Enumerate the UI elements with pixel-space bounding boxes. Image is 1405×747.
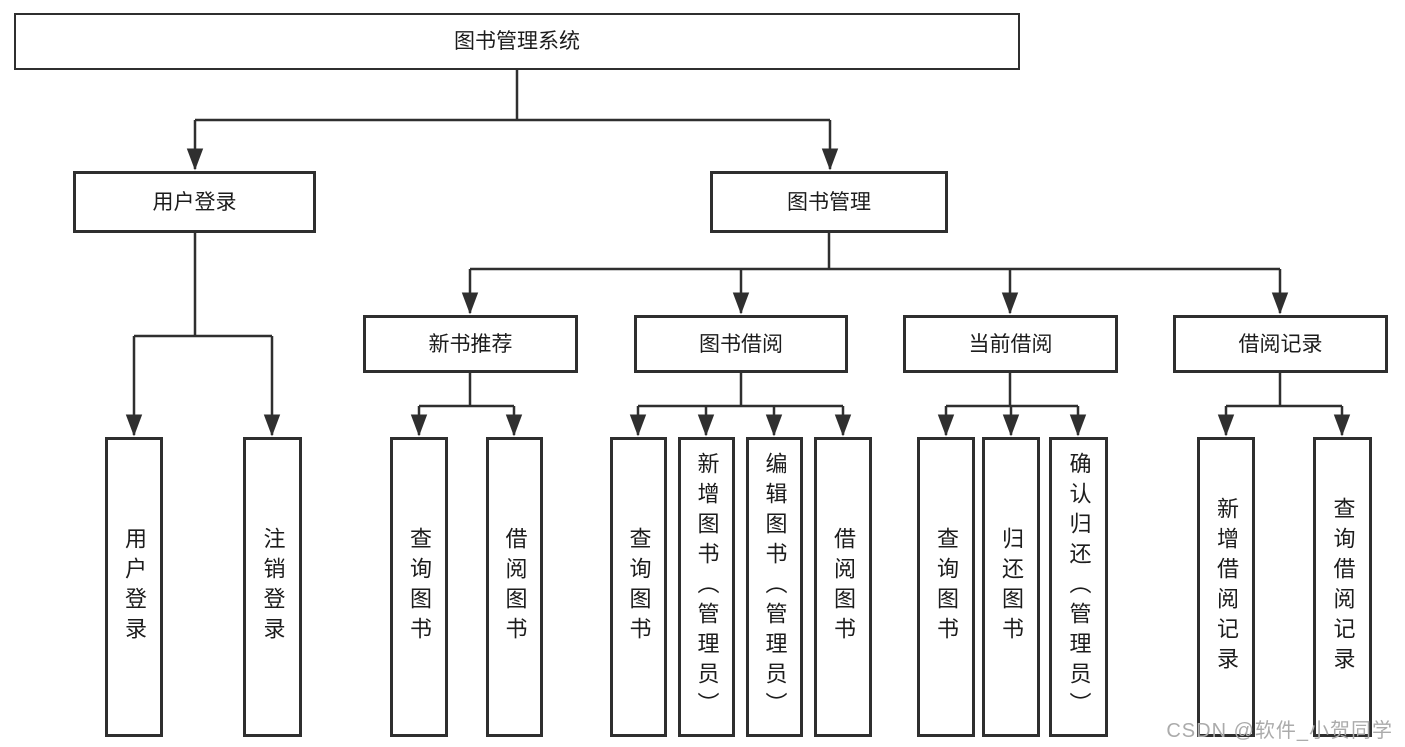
node-library-management-system: 图书管理系统 <box>14 13 1020 70</box>
node-book-borrowing: 图书借阅 <box>634 315 848 373</box>
leaf-borrow-books-borrowing: 借阅图书 <box>814 437 872 737</box>
node-new-book-recommend: 新书推荐 <box>363 315 578 373</box>
leaf-query-books-current: 查询图书 <box>917 437 975 737</box>
node-borrowing-records: 借阅记录 <box>1173 315 1388 373</box>
node-book-management: 图书管理 <box>710 171 948 233</box>
leaf-user-login: 用户登录 <box>105 437 163 737</box>
leaf-query-books-borrowing: 查询图书 <box>610 437 667 737</box>
leaf-query-borrow-record: 查询借阅记录 <box>1313 437 1372 737</box>
leaf-logout: 注销登录 <box>243 437 302 737</box>
leaf-add-borrow-record: 新增借阅记录 <box>1197 437 1255 737</box>
leaf-query-books-recommend: 查询图书 <box>390 437 448 737</box>
leaf-edit-books-admin: 编辑图书（管理员） <box>746 437 803 737</box>
leaf-add-books-admin: 新增图书（管理员） <box>678 437 735 737</box>
node-current-borrowing: 当前借阅 <box>903 315 1118 373</box>
leaf-borrow-books-recommend: 借阅图书 <box>486 437 543 737</box>
leaf-return-books: 归还图书 <box>982 437 1040 737</box>
leaf-confirm-return-admin: 确认归还（管理员） <box>1049 437 1108 737</box>
csdn-watermark: CSDN @软件_小贺同学 <box>1166 720 1393 742</box>
node-user-login: 用户登录 <box>73 171 316 233</box>
